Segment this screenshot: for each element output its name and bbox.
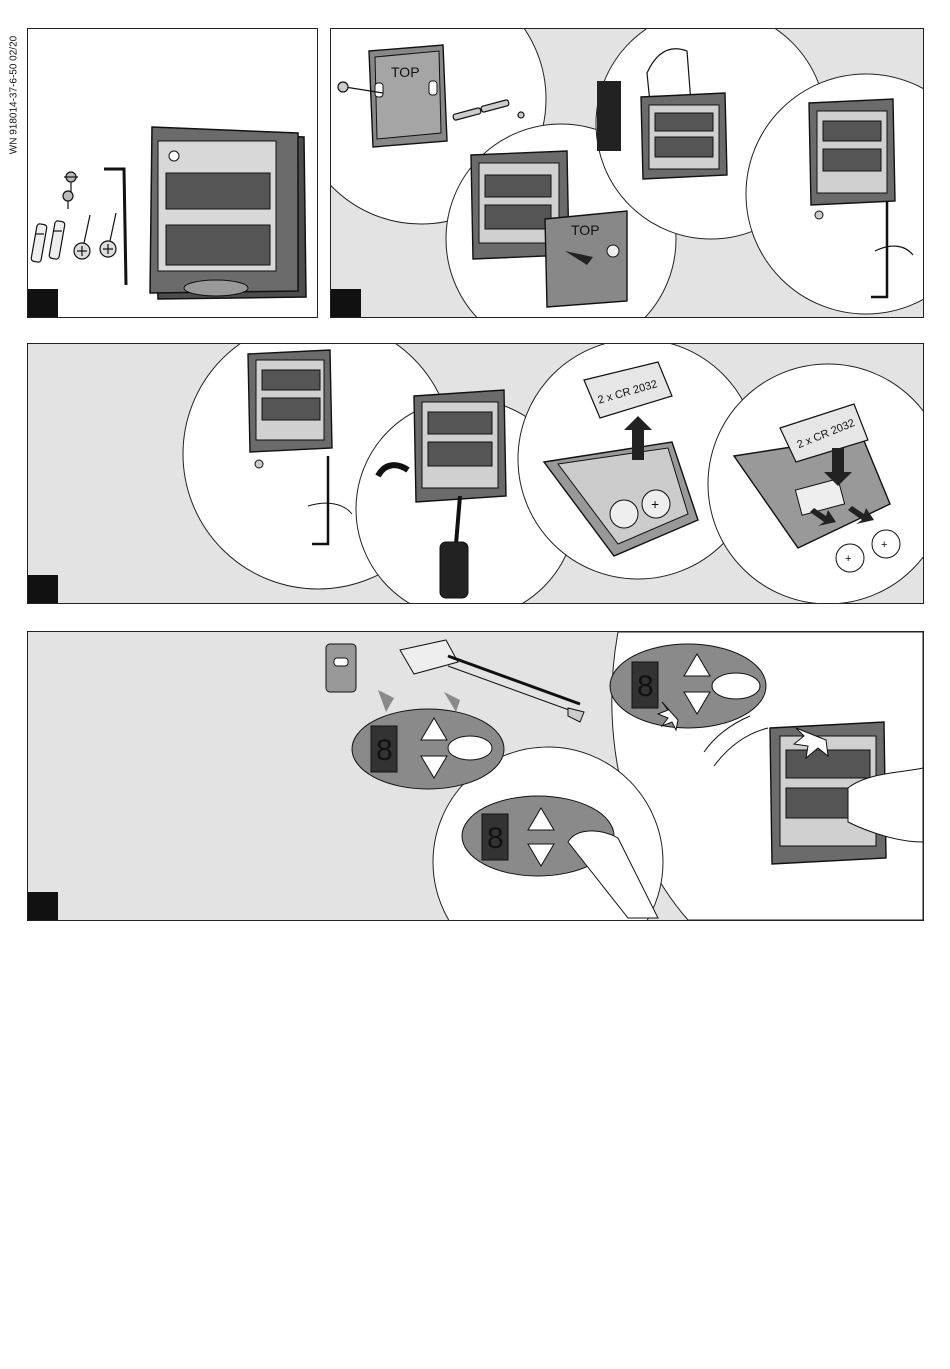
battery-illustration: + 2 x CR 2032 2 x CR 2032 + + — [28, 344, 923, 603]
wall-plugs — [31, 220, 65, 262]
plus-sign: + — [651, 496, 659, 512]
top-label-a: TOP — [391, 64, 420, 80]
step-marker — [28, 289, 58, 317]
seven-seg-c: 8 — [637, 670, 654, 703]
document-code: WN 918014-37-6-50 02/20 — [6, 30, 22, 160]
step-marker — [28, 892, 58, 920]
coin-plus-a: + — [845, 553, 851, 565]
panel-2-mounting: TOP TOP — [330, 28, 924, 318]
seven-seg-b: 8 — [487, 822, 504, 855]
opener-control-panel: 8 — [352, 690, 504, 789]
coin-plus-b: + — [881, 539, 887, 551]
step-marker — [28, 575, 58, 603]
top-label-b: TOP — [571, 222, 600, 238]
mounting-illustration: TOP TOP — [331, 29, 923, 317]
small-screws — [63, 172, 78, 209]
contents-illustration — [28, 29, 317, 317]
wall-transmitter-device — [150, 127, 306, 299]
seven-seg-a: 8 — [376, 734, 393, 767]
back-plate — [369, 45, 447, 147]
panel-1-contents — [27, 28, 318, 318]
wood-screws — [74, 213, 116, 259]
pairing-illustration: 8 8 8 — [28, 632, 923, 920]
panel-3-battery: + 2 x CR 2032 2 x CR 2032 + + — [27, 343, 924, 604]
panel-4-pairing: 8 8 8 — [27, 631, 924, 921]
step-marker — [331, 289, 361, 317]
hex-key-icon — [104, 169, 126, 285]
